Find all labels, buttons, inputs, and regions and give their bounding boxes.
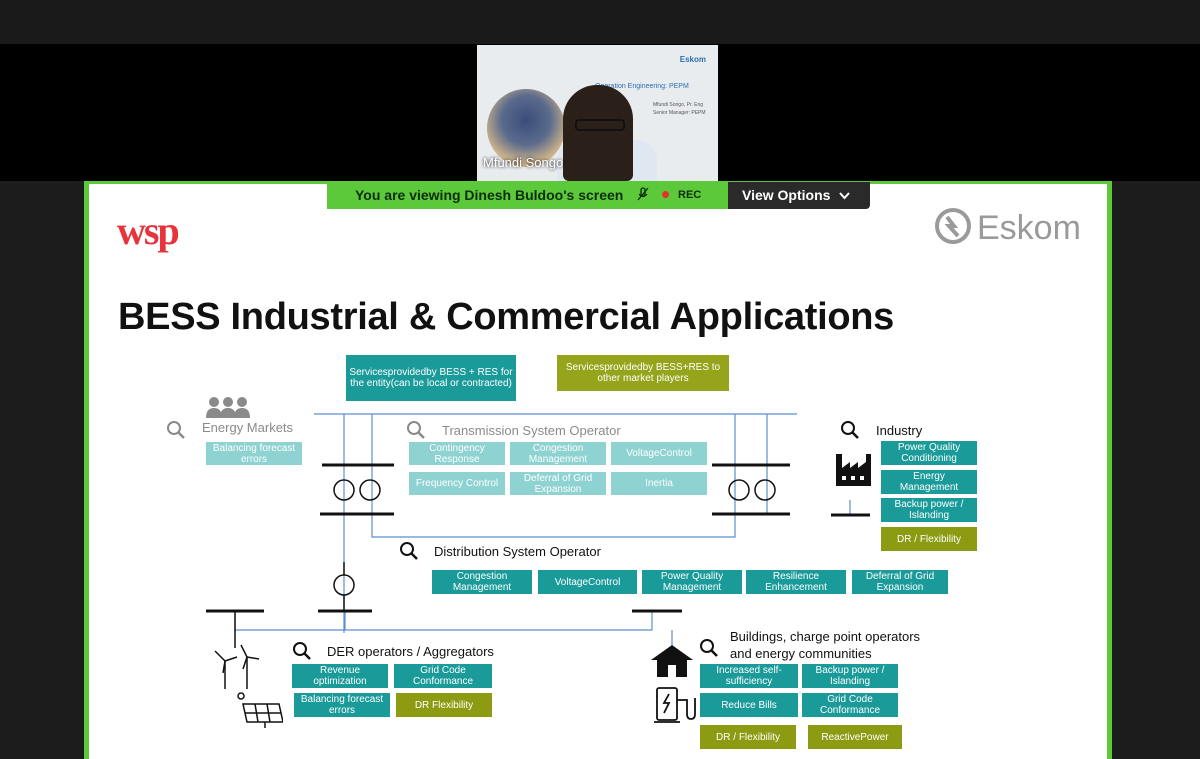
recording-label: REC xyxy=(678,189,702,201)
view-options-text: View Options xyxy=(742,187,831,203)
buildings-item: DR / Flexibility xyxy=(700,725,796,749)
chevron-down-icon xyxy=(839,187,851,203)
energy-markets-label: Energy Markets xyxy=(202,420,294,435)
tso-item: Inertia xyxy=(611,472,707,495)
wind-turbine-icon xyxy=(211,643,261,696)
tso-item: Congestion Management xyxy=(510,442,606,465)
slide-title: BESS Industrial & Commercial Application… xyxy=(118,296,895,338)
industry-label: Industry xyxy=(876,423,923,438)
magnifier-icon xyxy=(406,420,426,445)
tso-item: Frequency Control xyxy=(409,472,505,495)
viewing-banner xyxy=(327,182,728,209)
energy-markets-item: Balancing forecast errors xyxy=(206,442,302,465)
participant-head xyxy=(563,85,633,181)
house-icon xyxy=(649,644,695,683)
buildings-label: Buildings, charge point operators xyxy=(730,629,921,644)
charging-station-icon xyxy=(653,686,697,729)
der-item: DR Flexibility xyxy=(396,693,492,717)
participant-name-label: Mfundi Songo xyxy=(483,155,564,170)
buildings-item: Backup power / Islanding xyxy=(802,664,898,688)
wsp-logo: wsp xyxy=(117,208,180,253)
dso-label: Distribution System Operator xyxy=(434,544,601,559)
industry-item: Energy Management xyxy=(881,470,977,494)
industry-item: DR / Flexibility xyxy=(881,527,977,551)
legend-entity-services: Servicesprovidedby BESS + RES for the en… xyxy=(346,355,516,401)
tile-slide-meta-line: Senior Manager: PEPM xyxy=(653,110,706,116)
eskom-logo: Eskom xyxy=(977,209,1081,247)
viewing-banner-text: You are viewing Dinesh Buldoo's screen xyxy=(355,187,624,203)
der-item: Grid Code Conformance xyxy=(394,664,492,688)
der-item: Revenue optimization xyxy=(292,664,388,688)
eskom-logo-icon xyxy=(934,207,972,250)
participant-glasses xyxy=(575,119,625,131)
buildings-item: Increased self-sufficiency xyxy=(700,664,798,688)
tile-slide-logo: Eskom xyxy=(679,55,706,64)
industry-item: Power Quality Conditioning xyxy=(881,441,977,465)
tile-slide-meta-line: Mfundi Songo, Pr. Eng xyxy=(653,102,704,108)
magnifier-icon xyxy=(166,420,186,445)
dso-item: Congestion Management xyxy=(432,570,532,594)
der-item: Balancing forecast errors xyxy=(294,693,390,717)
magnifier-icon xyxy=(699,638,719,663)
meeting-top-bar xyxy=(0,0,1200,44)
buildings-item: ReactivePower xyxy=(808,725,902,749)
tile-slide-title: Operation Engineering: PEPM xyxy=(595,83,689,90)
participant-video-tile[interactable]: Eskom Operation Engineering: PEPM Mfundi… xyxy=(477,45,718,181)
tile-slide-meta: Mfundi Songo, Pr. Eng Senior Manager: PE… xyxy=(653,101,706,117)
dso-item: Resilience Enhancement xyxy=(746,570,846,594)
factory-icon xyxy=(834,450,872,491)
magnifier-icon xyxy=(292,641,312,666)
buildings-item: Grid Code Conformance xyxy=(802,693,898,717)
solar-panel-icon xyxy=(233,690,284,733)
legend-market-services: Servicesprovidedby BESS+RES to other mar… xyxy=(557,355,729,391)
tile-slide-photo xyxy=(487,89,565,167)
tso-item: Contingency Response xyxy=(409,442,505,465)
buildings-item: Reduce Bills xyxy=(700,693,798,717)
muted-mic-icon xyxy=(636,187,650,204)
magnifier-icon xyxy=(399,541,419,566)
industry-item: Backup power / Islanding xyxy=(881,498,977,522)
der-label: DER operators / Aggregators xyxy=(327,644,494,659)
tso-item: VoltageControl xyxy=(611,442,707,465)
recording-dot-icon xyxy=(662,191,669,198)
people-icon xyxy=(204,396,252,423)
tso-item: Deferral of Grid Expansion xyxy=(510,472,606,495)
magnifier-icon xyxy=(840,420,860,445)
dso-item: Power Quality Management xyxy=(642,570,742,594)
dso-item: Deferral of Grid Expansion xyxy=(852,570,948,594)
buildings-label-line2: and energy communities xyxy=(730,646,872,661)
tso-label: Transmission System Operator xyxy=(442,423,621,438)
view-options-label[interactable]: View Options xyxy=(742,187,851,203)
dso-item: VoltageControl xyxy=(538,570,637,594)
